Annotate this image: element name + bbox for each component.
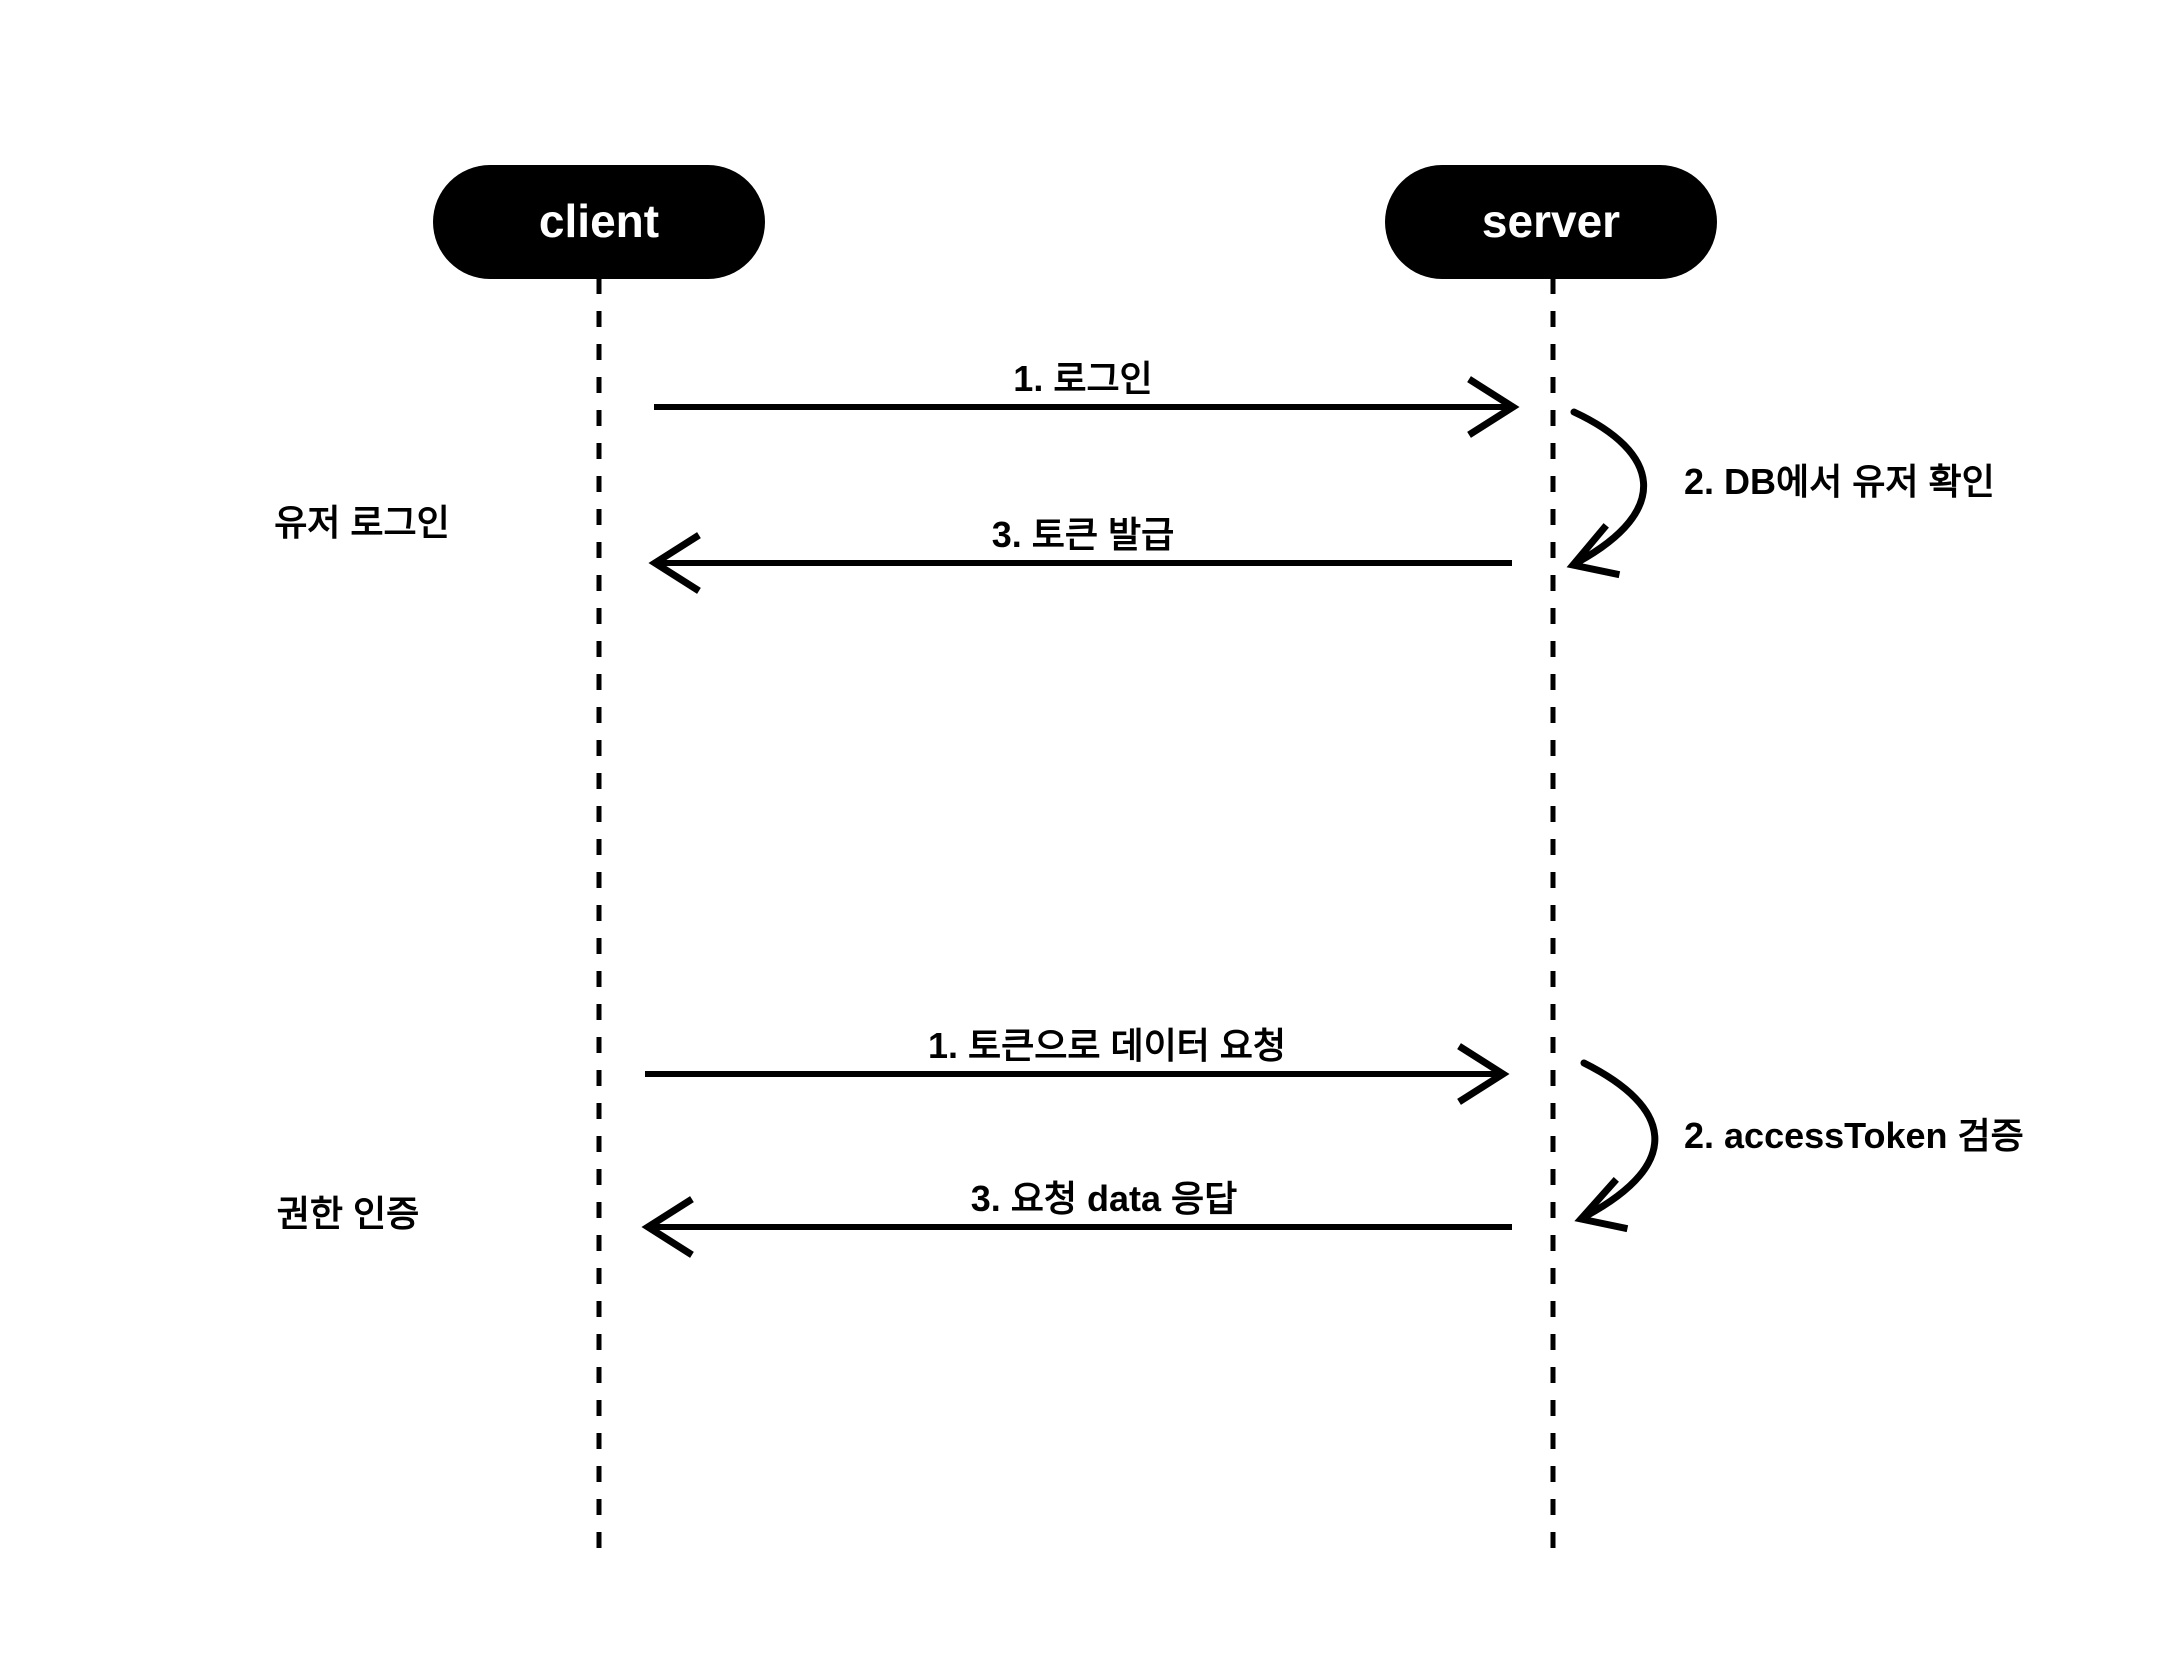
- message-3-arrowhead: [648, 532, 701, 594]
- participant-server-label: server: [1482, 195, 1620, 247]
- participant-client[interactable]: client: [433, 165, 765, 279]
- message-5-arrowhead: [1574, 1177, 1629, 1233]
- message-2-loop-path: [1570, 408, 1648, 566]
- participant-client-label: client: [539, 195, 659, 247]
- message-4: 1. 토큰으로 데이터 요청: [645, 1025, 1510, 1105]
- message-1-label: 1. 로그인: [1013, 358, 1152, 399]
- message-3: 3. 토큰 발급: [648, 514, 1512, 594]
- group-label-authz: 권한 인증: [277, 1193, 419, 1234]
- message-2-label: 2. DB에서 유저 확인: [1684, 461, 1995, 502]
- participant-server-box: [1385, 165, 1717, 279]
- group-label-login: 유저 로그인: [274, 502, 450, 543]
- message-5: 2. accessToken 검증: [1574, 1059, 2024, 1233]
- message-5-loop-path: [1580, 1059, 1659, 1220]
- message-6: 3. 요청 data 응답: [641, 1178, 1512, 1258]
- participant-client-box: [433, 165, 765, 279]
- message-3-label: 3. 토큰 발급: [992, 514, 1175, 555]
- message-6-arrowhead: [641, 1196, 694, 1258]
- message-2-arrowhead: [1566, 523, 1621, 579]
- message-1-arrowhead: [1467, 376, 1520, 438]
- message-1: 1. 로그인: [654, 358, 1520, 438]
- message-4-label: 1. 토큰으로 데이터 요청: [928, 1025, 1286, 1066]
- message-5-label: 2. accessToken 검증: [1684, 1115, 2024, 1156]
- message-6-label: 3. 요청 data 응답: [971, 1178, 1238, 1219]
- message-4-arrowhead: [1457, 1043, 1510, 1105]
- participant-server[interactable]: server: [1385, 165, 1717, 279]
- message-2: 2. DB에서 유저 확인: [1566, 408, 1995, 579]
